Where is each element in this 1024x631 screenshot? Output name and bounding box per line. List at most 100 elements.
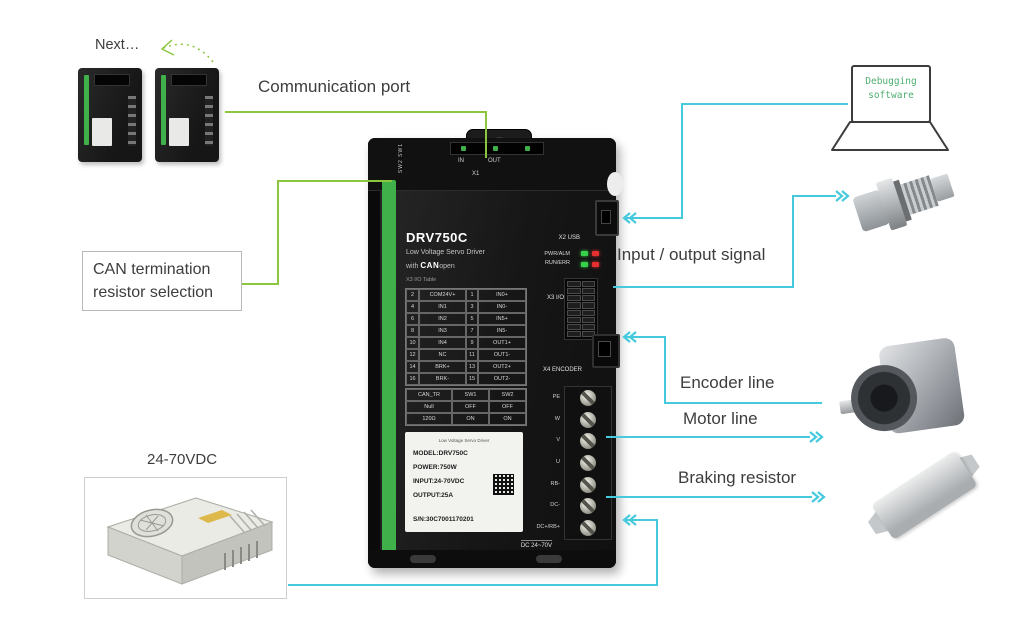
table-cell: 11 bbox=[466, 349, 478, 361]
io-pin-header bbox=[564, 278, 598, 340]
x1-out-label: OUT bbox=[488, 158, 501, 164]
table-cell: BRK- bbox=[419, 373, 466, 385]
nameplate: Low Voltage Servo Driver MODEL:DRV750C P… bbox=[405, 432, 523, 532]
table-cell: 5 bbox=[466, 313, 478, 325]
next-driver-image bbox=[155, 68, 219, 162]
table-cell: OUT1+ bbox=[478, 337, 526, 349]
table-cell: 1 bbox=[466, 289, 478, 301]
io-table-title: X3 I/O Table bbox=[406, 277, 437, 283]
table-cell: OFF bbox=[452, 401, 489, 413]
x1-connector bbox=[450, 142, 544, 155]
table-cell: 7 bbox=[466, 325, 478, 337]
table-cell: SW2 bbox=[489, 389, 526, 401]
nameplate-power: POWER:750W bbox=[413, 464, 457, 471]
nameplate-output: OUTPUT:25A bbox=[413, 492, 454, 499]
driver-green-stripe bbox=[84, 75, 89, 145]
table-cell: BRK+ bbox=[419, 361, 466, 373]
x1-in-label: IN bbox=[458, 158, 464, 164]
next-driver-image bbox=[78, 68, 142, 162]
braking-resistor-label: Braking resistor bbox=[678, 468, 797, 487]
driver-green-stripe bbox=[161, 75, 166, 145]
table-cell: IN2 bbox=[419, 313, 466, 325]
dc-range-label: DC 24~70V bbox=[520, 540, 552, 549]
communication-port-label: Communication port bbox=[258, 77, 411, 96]
nameplate-model: MODEL:DRV750C bbox=[413, 450, 468, 457]
servo-driver-image: SW2 SW1 IN OUT X1 DRV750C Low Voltage Se… bbox=[368, 129, 623, 568]
can-termination-label: CAN termination resistor selection bbox=[82, 251, 242, 312]
table-cell: 6 bbox=[406, 313, 419, 325]
table-cell: IN4 bbox=[419, 337, 466, 349]
usb-port-label: X2 USB bbox=[558, 235, 580, 241]
encoder-port bbox=[592, 334, 620, 368]
encoder-line-label: Encoder line bbox=[680, 373, 775, 392]
encoder-port-label: X4 ENCODER bbox=[542, 367, 582, 373]
table-cell: 10 bbox=[406, 337, 419, 349]
debugging-software-label: Debugging software bbox=[865, 76, 917, 101]
io-signal-label: Input / output signal bbox=[617, 245, 766, 264]
table-cell: ON bbox=[452, 413, 489, 425]
terminal-labels: PE W V U RB- DC- DC+/RB+ bbox=[536, 393, 560, 531]
table-cell: 9 bbox=[466, 337, 478, 349]
table-cell: COM24V+ bbox=[419, 289, 466, 301]
nameplate-serial: S/N:30C7001170201 bbox=[413, 516, 474, 523]
potentiometer-wheel bbox=[607, 172, 623, 196]
nameplate-brand: Low Voltage Servo Driver bbox=[438, 438, 490, 443]
x1-label: X1 bbox=[472, 171, 480, 177]
led-labels: PWR/ALM RUN/ERR bbox=[544, 251, 570, 266]
driver-green-stripe bbox=[382, 180, 396, 552]
table-cell: 15 bbox=[466, 373, 478, 385]
table-cell: IN1 bbox=[419, 301, 466, 313]
table-cell: 12 bbox=[406, 349, 419, 361]
table-cell: 8 bbox=[406, 325, 419, 337]
usb-port bbox=[595, 200, 619, 236]
table-cell: 13 bbox=[466, 361, 478, 373]
table-cell: 3 bbox=[466, 301, 478, 313]
power-supply-box bbox=[84, 477, 287, 599]
driver-model: DRV750C bbox=[406, 230, 468, 245]
table-cell: NC bbox=[419, 349, 466, 361]
power-terminal-block bbox=[564, 386, 612, 540]
io-connector-label: X3 I/O bbox=[546, 295, 564, 301]
table-cell: 2 bbox=[406, 289, 419, 301]
table-cell: IN5- bbox=[478, 325, 526, 337]
table-cell: IN3 bbox=[419, 325, 466, 337]
table-cell: 120Ω bbox=[406, 413, 452, 425]
proximity-sensor-image bbox=[848, 151, 974, 252]
table-cell: 16 bbox=[406, 373, 419, 385]
table-cell: CAN_TR bbox=[406, 389, 452, 401]
status-leds bbox=[581, 251, 600, 270]
psu-voltage-label: 24-70VDC bbox=[147, 451, 218, 468]
table-cell: 4 bbox=[406, 301, 419, 313]
nameplate-input: INPUT:24-70VDC bbox=[413, 478, 465, 485]
table-cell: 14 bbox=[406, 361, 419, 373]
table-cell: IN0+ bbox=[478, 289, 526, 301]
table-cell: IN5+ bbox=[478, 313, 526, 325]
table-cell: IN0- bbox=[478, 301, 526, 313]
qr-code bbox=[493, 474, 514, 495]
table-cell: OFF bbox=[489, 401, 526, 413]
table-cell: OUT2- bbox=[478, 373, 526, 385]
table-cell: ON bbox=[489, 413, 526, 425]
motor-line-label: Motor line bbox=[683, 409, 758, 428]
table-cell: SW1 bbox=[452, 389, 489, 401]
table-cell: OUT1- bbox=[478, 349, 526, 361]
table-cell: Null bbox=[406, 401, 452, 413]
next-label: Next… bbox=[95, 37, 140, 53]
driver-subtitle: Low Voltage Servo Driver bbox=[406, 249, 485, 256]
table-cell: OUT2+ bbox=[478, 361, 526, 373]
sw-switch-labels: SW2 SW1 bbox=[398, 143, 404, 174]
